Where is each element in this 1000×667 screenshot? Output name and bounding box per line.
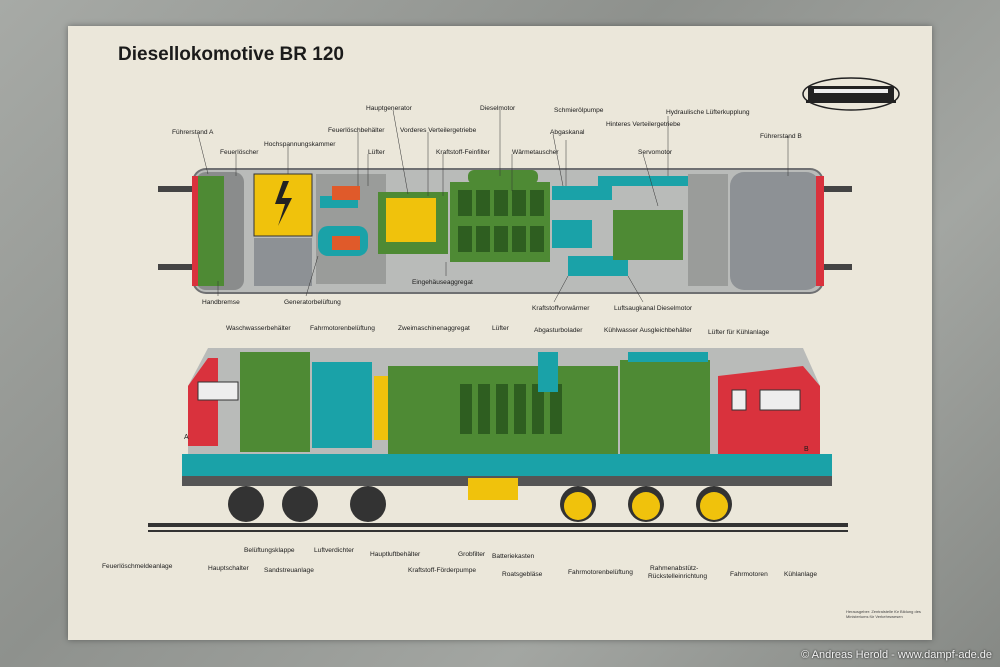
label-schmieroelpumpe: Schmierölpumpe (554, 107, 604, 114)
label-abgasturbolader: Abgasturbolader (534, 327, 583, 334)
label-feuerloeschmeldeanlage: Feuerlöschmeldeanlage (102, 563, 173, 570)
label-luefter-side: Lüfter (492, 325, 509, 332)
label-roatsgeblaese: Roatsgebläse (502, 571, 543, 578)
label-hochspannungskammer: Hochspannungskammer (264, 141, 336, 148)
label-sandstreuanlage: Sandstreuanlage (264, 567, 314, 574)
label-kraftstoffvorwaermer: Kraftstoffvorwärmer (532, 305, 590, 312)
label-luftsaugkanal: Luftsaugkanal Dieselmotor (614, 305, 693, 312)
label-kraftstoff-foerderpumpe: Kraftstoff-Förderpumpe (408, 567, 477, 574)
label-kuehlwasser: Kühlwasser Ausgleichbehälter (604, 327, 692, 334)
label-waermetauscher: Wärmetauscher (512, 149, 559, 156)
locomotive-diagram (148, 77, 900, 532)
label-feuerloeschbehaelter: Feuerlöschbehälter (328, 127, 385, 134)
label-batteriekasten: Batteriekasten (492, 553, 535, 560)
label-kuehlanlage: Kühlanlage (784, 571, 817, 578)
label-end-b: B (804, 446, 809, 453)
poster: Diesellokomotive BR 120 (68, 26, 932, 640)
top-view (158, 168, 852, 294)
label-end-a: A (184, 434, 189, 441)
label-kraftstoff-feinfilter: Kraftstoff-Feinfilter (436, 149, 490, 156)
label-fahrmotoren: Fahrmotoren (730, 571, 768, 578)
label-grobfilter: Grobfilter (458, 551, 486, 558)
label-hauptschalter: Hauptschalter (208, 565, 249, 572)
photo-credit: © Andreas Herold - www.dampf-ade.de (801, 649, 992, 661)
label-rueckstelleinrichtung: Rückstelleinrichtung (648, 573, 708, 580)
label-belueftungsklappe: Belüftungsklappe (244, 547, 295, 554)
label-fahrmotorenbelueftung-top: Fahrmotorenbelüftung (310, 325, 375, 332)
label-hauptgenerator: Hauptgenerator (366, 105, 412, 112)
label-hinteres-verteilergetriebe: Hinteres Verteilergetriebe (606, 121, 681, 128)
label-luftverdichter: Luftverdichter (314, 547, 354, 554)
locomotive-icon (802, 77, 900, 111)
leader-lines (197, 109, 789, 303)
label-hauptluftbehaelter: Hauptluftbehälter (370, 551, 421, 558)
label-fuehrerstand-a: Führerstand A (172, 129, 214, 136)
label-luefter-kuehlanlage: Lüfter für Kühlanlage (708, 329, 770, 336)
label-fahrmotorenbelueftung-bottom: Fahrmotorenbelüftung (568, 569, 633, 576)
label-rahmenabstuetz: Rahmenabstütz- (650, 565, 699, 572)
label-eingehaeuseaggregat: Eingehäuseaggregat (412, 279, 473, 286)
label-feuerloescher: Feuerlöscher (220, 149, 259, 156)
label-hydraulische-luefterkupplung: Hydraulische Lüfterkupplung (666, 109, 750, 116)
label-vorderes-verteilergetriebe: Vorderes Verteilergetriebe (400, 127, 477, 134)
label-handbremse: Handbremse (202, 299, 240, 306)
label-generatorbelueftung: Generatorbelüftung (284, 299, 341, 306)
label-luefter-top: Lüfter (368, 149, 385, 156)
poster-title: Diesellokomotive BR 120 (118, 44, 344, 65)
label-zweimaschinenaggregat: Zweimaschinenaggregat (398, 325, 470, 332)
side-view (148, 348, 848, 532)
publisher-note: Herausgeber: Zentralstelle für Bildung d… (846, 609, 921, 620)
label-servomotor: Servomotor (638, 149, 673, 156)
label-dieselmotor: Dieselmotor (480, 105, 516, 112)
label-fuehrerstand-b: Führerstand B (760, 133, 802, 140)
label-abgaskanal: Abgaskanal (550, 129, 585, 136)
label-waschwasserbehaelter: Waschwasserbehälter (226, 325, 291, 332)
